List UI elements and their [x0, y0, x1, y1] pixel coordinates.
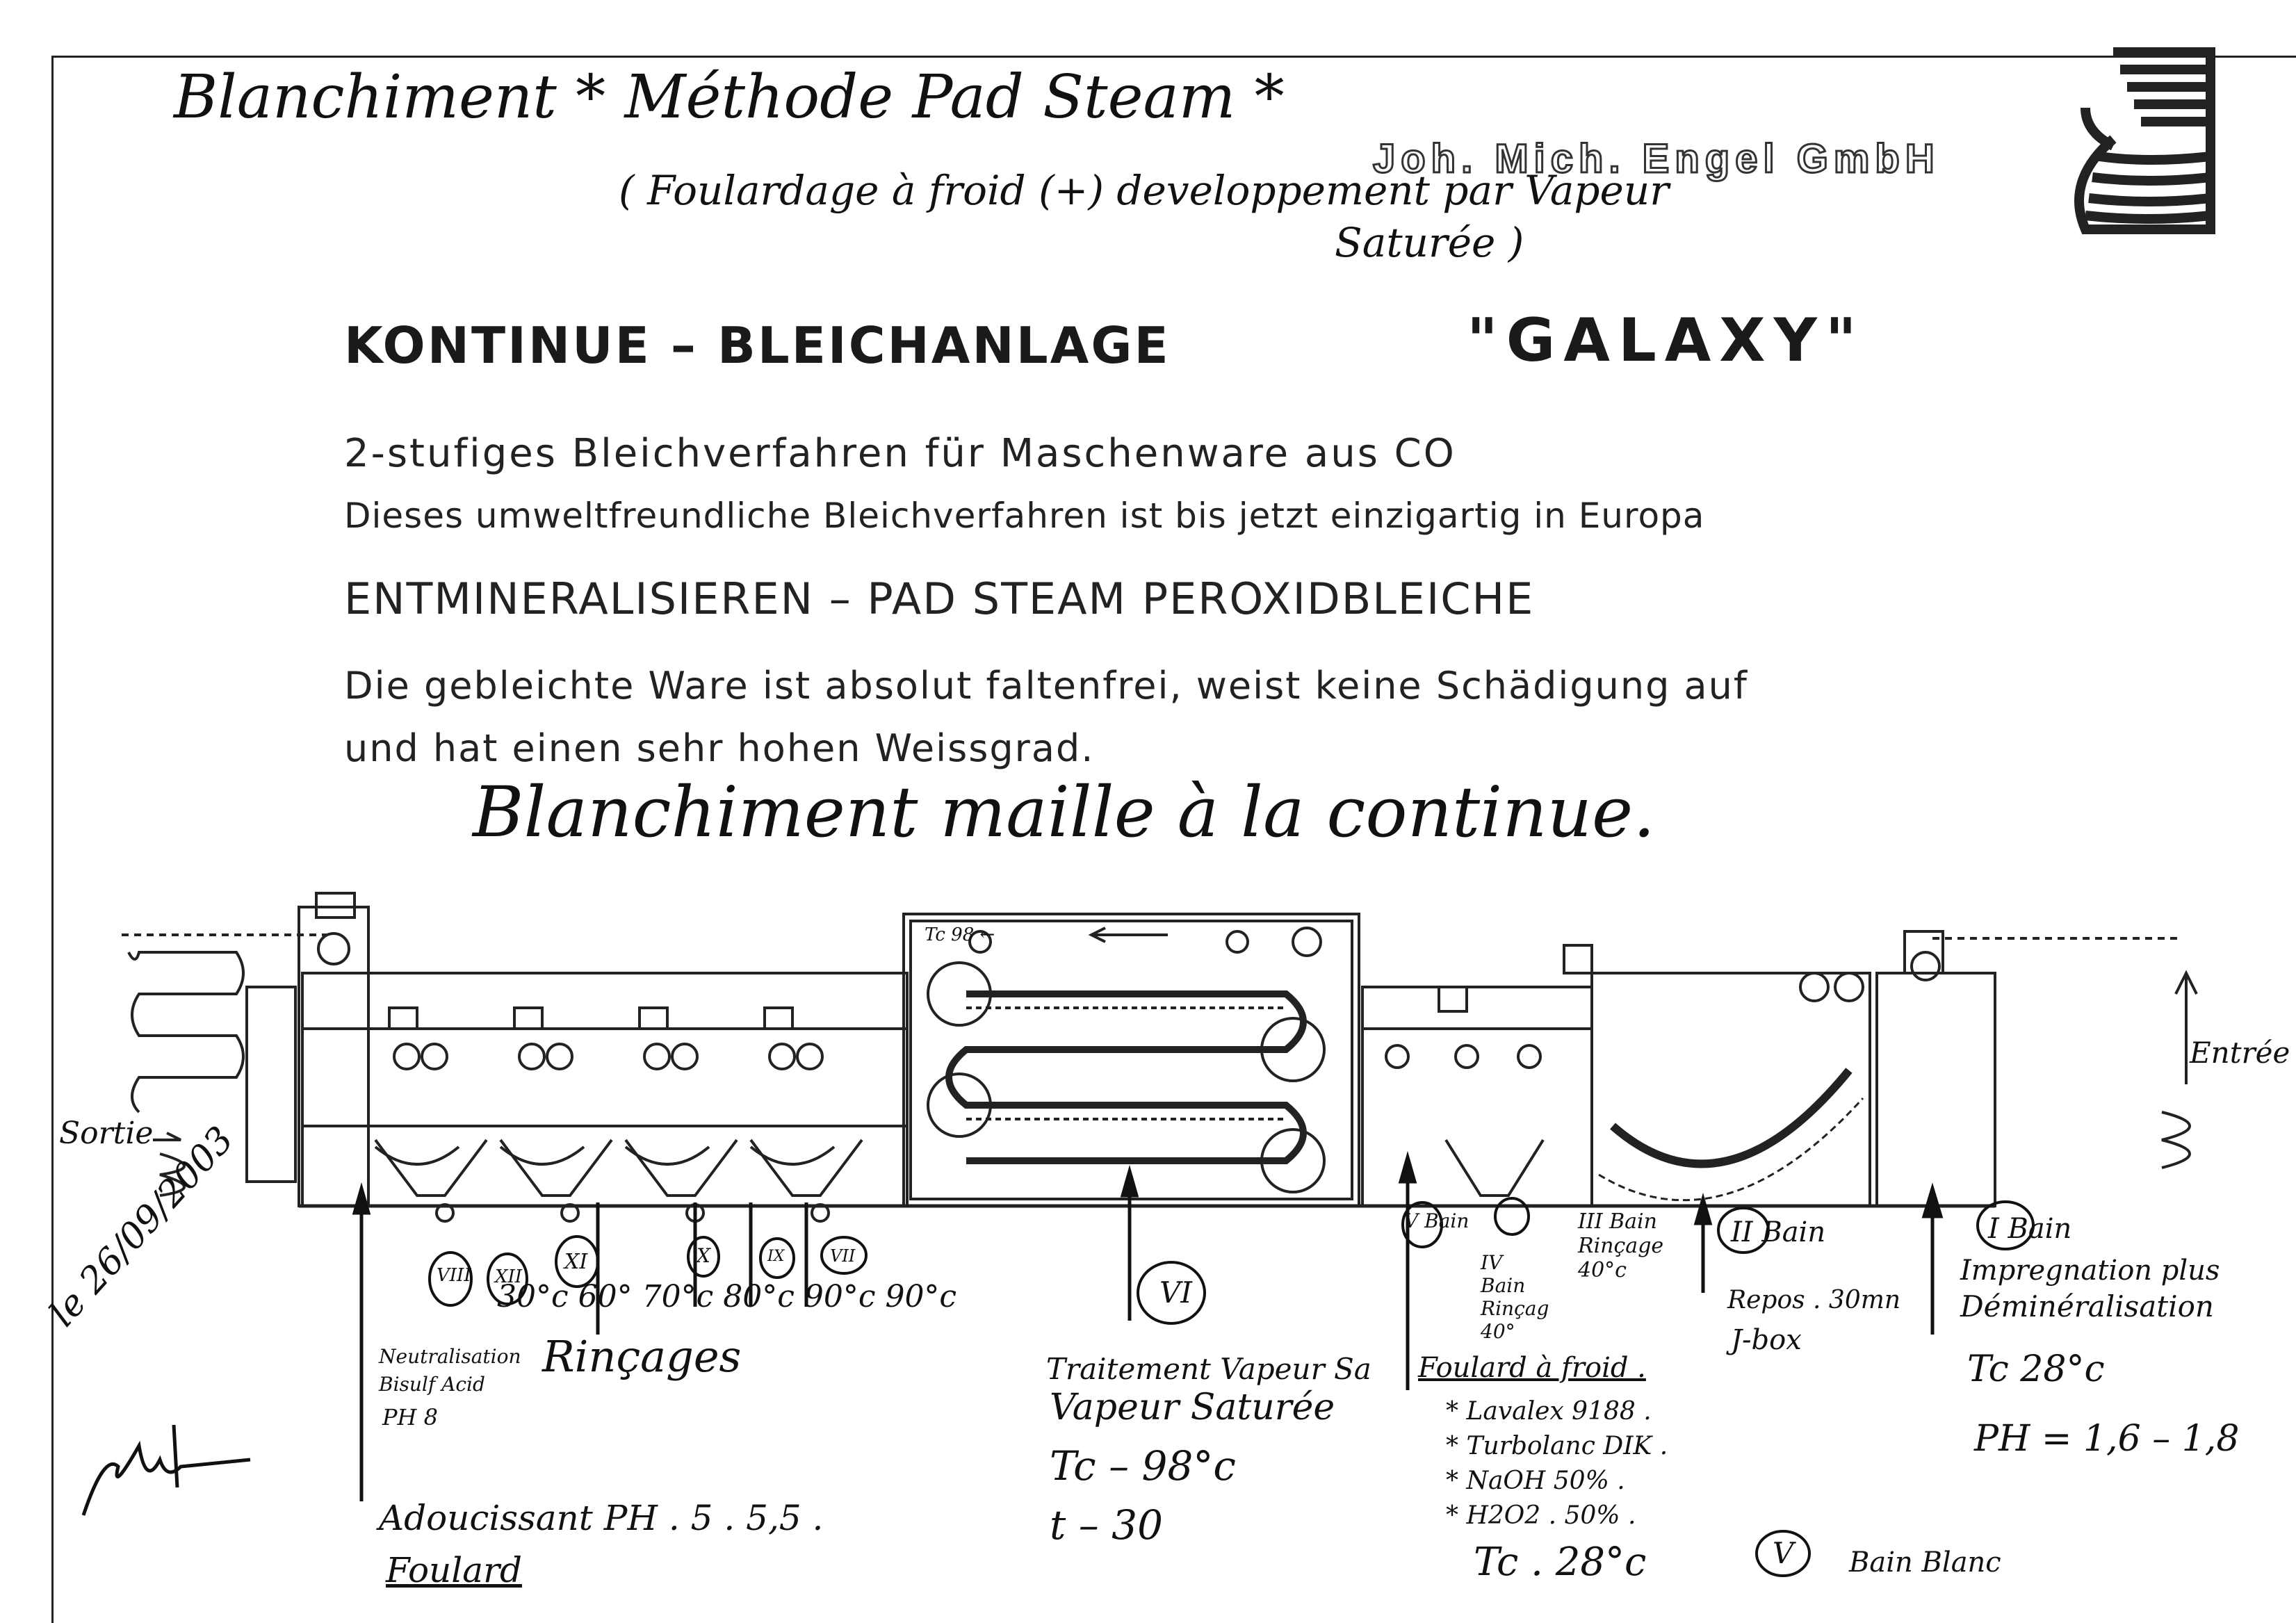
neutral-label-1: Neutralisation — [379, 1345, 521, 1368]
bath-label-x: X — [697, 1244, 710, 1267]
adoucissant-label: Adoucissant PH . 5 . 5,5 . — [379, 1498, 824, 1538]
doc-line-4: Die gebleichte Ware ist absolut faltenfr… — [344, 664, 1748, 708]
doc-line-1: 2-stufiges Bleichverfahren für Maschenwa… — [344, 431, 1456, 476]
bath-i-ph: PH = 1,6 – 1,8 — [1974, 1418, 2240, 1460]
bain-blanc-label: Bain Blanc — [1849, 1547, 2001, 1579]
handwritten-title: Blanchiment * Méthode Pad Steam * — [174, 63, 1285, 132]
label-sortie: Sortie — [59, 1116, 154, 1151]
bath-ii-repos: Repos . 30mn — [1727, 1286, 1901, 1314]
bath-ii-label: II Bain — [1731, 1216, 1826, 1248]
bath-label-xi: XI — [564, 1250, 588, 1274]
foulard-bottom-label: Foulard — [386, 1550, 522, 1590]
neutral-label-3: PH 8 — [382, 1404, 438, 1430]
doc-line-3: ENTMINERALISIEREN – PAD STEAM PEROXIDBLE… — [344, 573, 1535, 624]
foulard-froid-label: Foulard à froid . — [1418, 1352, 1646, 1384]
foulard-temperature: Tc . 28°c — [1474, 1540, 1647, 1585]
handwritten-continue-note: Blanchiment maille à la continue. — [473, 772, 1655, 853]
bath-i-demineralisation: Déminéralisation — [1960, 1289, 2214, 1323]
chemical-1: * Lavalex 9188 . — [1446, 1397, 1652, 1426]
treatment-time: t – 30 — [1050, 1501, 1163, 1549]
label-entree: Entrée — [2190, 1036, 2290, 1070]
doc-title-galaxy: "GALAXY" — [1467, 306, 1865, 375]
bath-label-viii: VIII — [437, 1265, 471, 1286]
company-name: Joh. Mich. Engel GmbH — [1372, 136, 1940, 183]
doc-line-2: Dieses umweltfreundliche Bleichverfahren… — [344, 496, 1705, 536]
doc-line-5: und hat einen sehr hohen Weissgrad. — [344, 726, 1095, 770]
bath-v-label: V Bain — [1404, 1209, 1469, 1232]
page-frame — [51, 56, 2296, 1623]
handwritten-subtitle-2: Saturée ) — [1335, 219, 1524, 266]
treatment-label-1: Traitement Vapeur Sa — [1046, 1352, 1371, 1386]
bath-iii-label: III Bain Rinçage 40°c — [1578, 1209, 1664, 1282]
bath-label-xii: XII — [495, 1266, 523, 1287]
bath-i-impregnation: Impregnation plus — [1960, 1255, 2220, 1287]
bath-iv-label: IV Bain Rinçag 40° — [1481, 1251, 1549, 1343]
label-steam-top: Tc 98 ← — [925, 924, 995, 945]
bath-label-vi: VI — [1159, 1275, 1192, 1310]
bath-v-bottom: V — [1773, 1536, 1794, 1570]
bath-i-temperature: Tc 28°c — [1967, 1348, 2105, 1390]
wash-temperatures: 30°c 60° 70°c 80°c 90°c 90°c — [497, 1279, 957, 1314]
bath-ii-jbox: J-box — [1731, 1324, 1802, 1356]
exit-frame — [245, 986, 297, 1183]
wash-tanks — [374, 1006, 863, 1223]
treatment-label-2: Vapeur Saturée — [1050, 1387, 1335, 1428]
treatment-temperature: Tc – 98°c — [1050, 1442, 1236, 1490]
chemical-4: * H2O2 . 50% . — [1446, 1501, 1636, 1530]
doc-title: KONTINUE – BLEICHANLAGE — [344, 316, 1171, 375]
neutral-label-2: Bisulf Acid — [379, 1373, 485, 1396]
bath-i-label: I Bain — [1988, 1213, 2072, 1245]
chemical-3: * NaOH 50% . — [1446, 1467, 1625, 1495]
bath-label-vii: VII — [830, 1246, 856, 1266]
chemical-2: * Turbolanc DIK . — [1446, 1432, 1668, 1460]
handwritten-subtitle-1: ( Foulardage à froid (+) developpement p… — [619, 167, 1669, 214]
bath-label-ix: IX — [767, 1248, 785, 1265]
rincages-label: Rinçages — [542, 1331, 742, 1382]
